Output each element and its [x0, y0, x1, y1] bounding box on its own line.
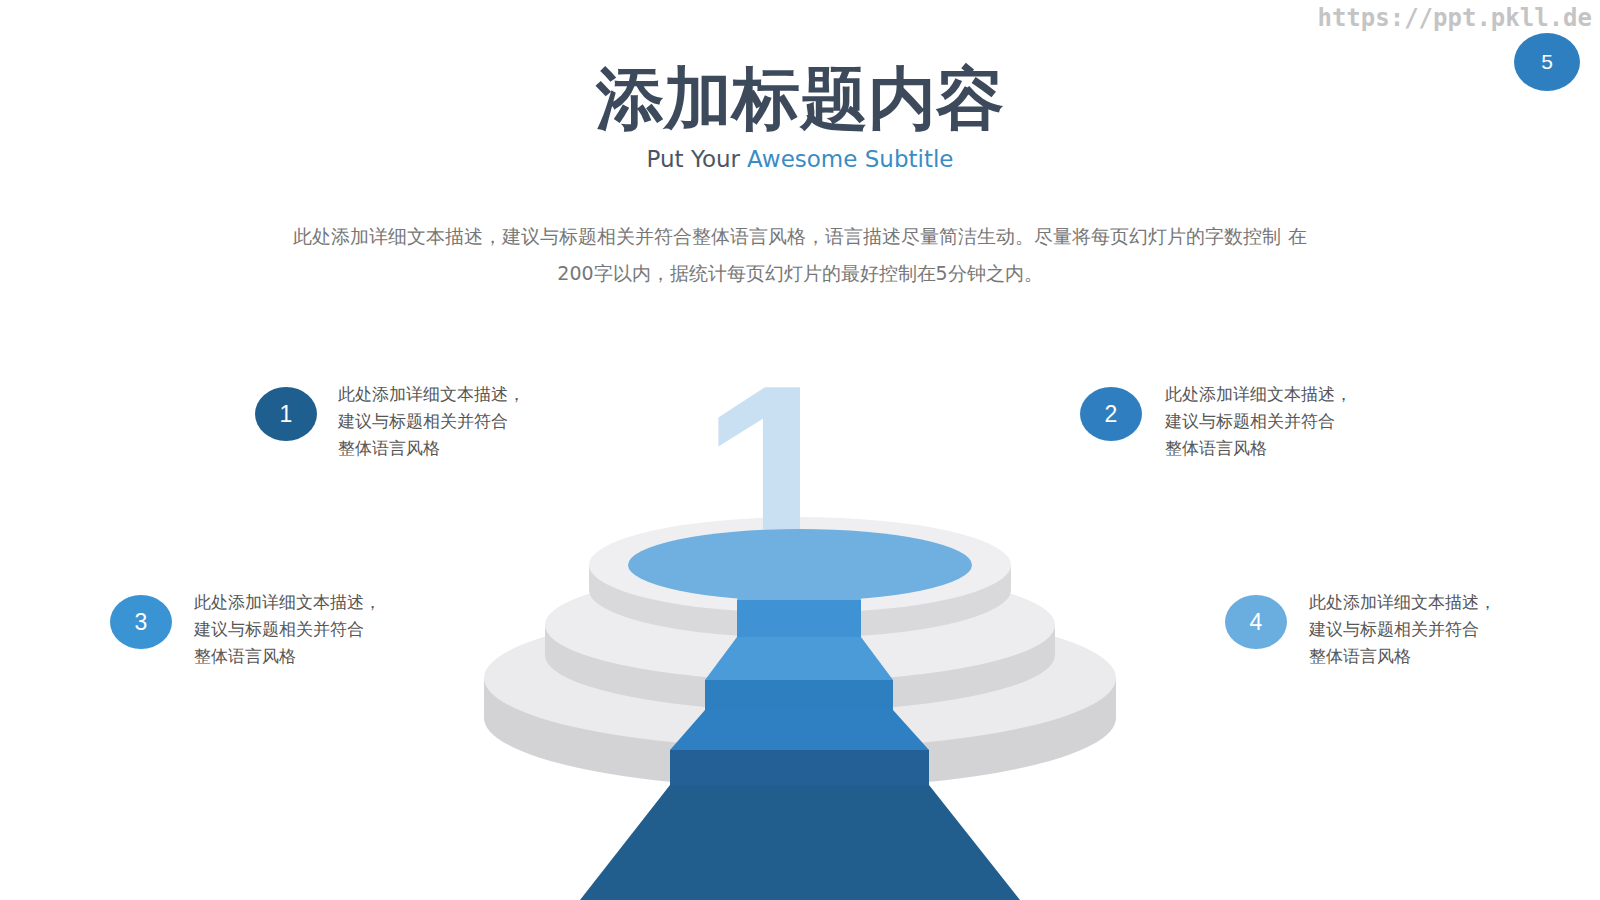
carpet-step: [670, 710, 929, 750]
carpet-floor: [580, 785, 1020, 900]
slide-title: 添加标题内容: [0, 56, 1600, 142]
point-description: 此处添加详细文本描述， 建议与标题相关并符合 整体语言风格: [1309, 589, 1499, 670]
subtitle-accent: Awesome Subtitle: [747, 144, 953, 174]
numbered-point: 1此处添加详细文本描述， 建议与标题相关并符合 整体语言风格: [255, 387, 309, 441]
point-description: 此处添加详细文本描述， 建议与标题相关并符合 整体语言风格: [194, 589, 384, 670]
callout-number: 5: [1514, 33, 1580, 91]
carpet-step: [737, 600, 861, 637]
numbered-point: 3此处添加详细文本描述， 建议与标题相关并符合 整体语言风格: [110, 595, 164, 649]
intro-paragraph: 此处添加详细文本描述，建议与标题相关并符合整体语言风格，语言描述尽量简洁生动。尽…: [275, 218, 1325, 292]
point-description: 此处添加详细文本描述， 建议与标题相关并符合 整体语言风格: [338, 381, 528, 462]
podium-inner-disc: [628, 529, 972, 601]
callout-number: 1: [255, 387, 317, 441]
carpet-step: [705, 637, 893, 680]
carpet-step: [670, 750, 929, 785]
watermark: https://ppt.pkll.de: [1317, 4, 1592, 32]
subtitle-part: Put Your: [647, 144, 740, 174]
callout-number: 3: [110, 595, 172, 649]
numbered-point: 4此处添加详细文本描述， 建议与标题相关并符合 整体语言风格: [1225, 595, 1279, 649]
callout-number: 4: [1225, 595, 1287, 649]
page-number-node: 5: [1514, 33, 1572, 91]
big-numeral: 1: [690, 345, 860, 615]
carpet-top: [737, 585, 861, 600]
subtitle-row: Put YourAwesome Subtitle: [0, 144, 1600, 174]
callout-number: 2: [1080, 387, 1142, 441]
point-description: 此处添加详细文本描述， 建议与标题相关并符合 整体语言风格: [1165, 381, 1355, 462]
carpet-step: [705, 680, 893, 710]
numbered-point: 2此处添加详细文本描述， 建议与标题相关并符合 整体语言风格: [1080, 387, 1134, 441]
